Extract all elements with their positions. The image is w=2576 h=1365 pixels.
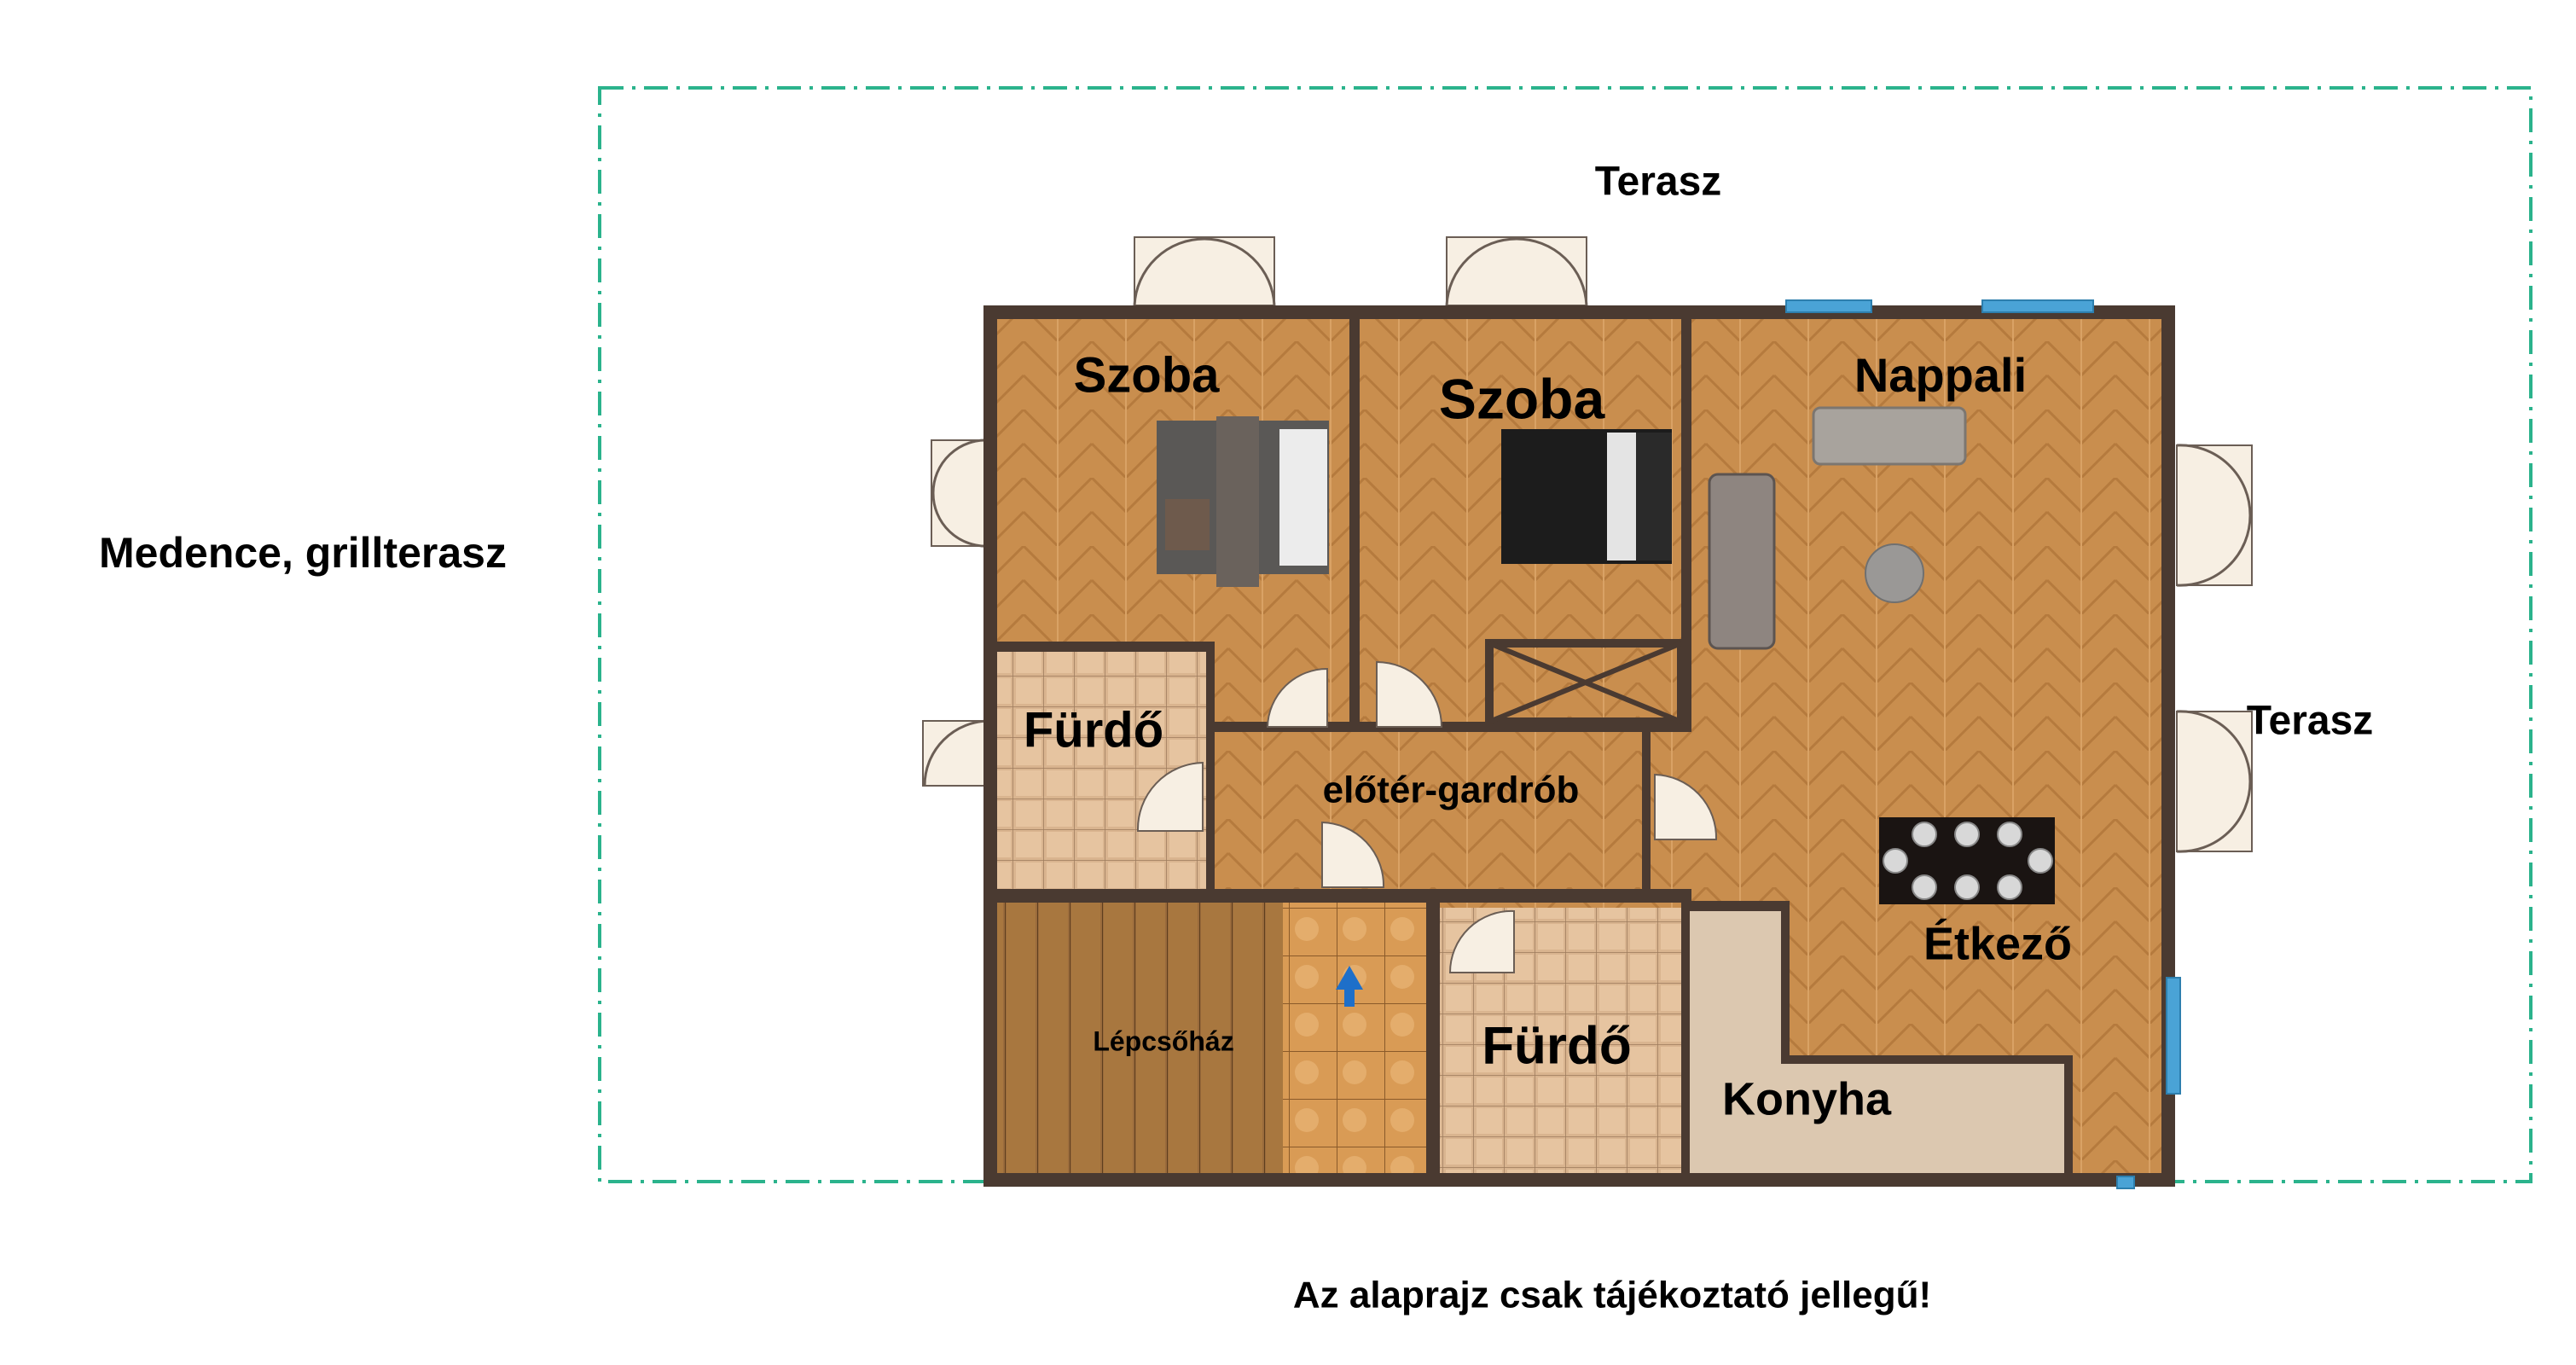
terrace-outline [598, 86, 2532, 1183]
door-bathroom-2 [1448, 909, 1515, 973]
stair-direction-arrow-icon [1336, 966, 1363, 1007]
pool-grill-label: Medence, grillterasz [99, 529, 507, 577]
french-door-left [931, 439, 990, 548]
french-door-top-1 [1133, 236, 1276, 306]
french-door-right-2 [2176, 710, 2253, 853]
window-bottom [2116, 1176, 2135, 1189]
door-bedroom-1 [1266, 667, 1328, 728]
staircase-floor [997, 901, 1283, 1173]
window-top-2 [1981, 299, 2094, 313]
room-label-staircase: Lépcsőház [1093, 1025, 1233, 1056]
room-label-bedroom-1: Szoba [1074, 347, 1221, 403]
room-label-bedroom-2: Szoba [1439, 367, 1606, 430]
kitchen-floor [1690, 911, 2064, 1173]
terrace-top-label: Terasz [1595, 160, 1722, 205]
bed-2 [1501, 429, 1672, 564]
stair-landing-floor [1283, 901, 1426, 1173]
room-label-bathroom-2: Fürdő [1482, 1016, 1632, 1075]
room-label-dining: Étkező [1923, 918, 2072, 969]
closet-box [1485, 639, 1685, 726]
bathroom-1-floor [997, 650, 1206, 889]
room-label-hall-wardrobe: előtér-gardrób [1323, 770, 1580, 811]
room-label-bathroom-1: Fürdő [1024, 702, 1163, 758]
door-staircase [1321, 821, 1385, 888]
door-bedroom-2 [1376, 660, 1443, 728]
french-door-top-2 [1445, 236, 1588, 306]
round-rug [1865, 543, 1924, 603]
french-door-right-1 [2176, 444, 2253, 587]
door-living [1654, 773, 1718, 840]
interior-doors [1136, 660, 1718, 973]
terrace-right-label: Terasz [2247, 699, 2374, 744]
window-top-1 [1785, 299, 1872, 313]
room-label-living-room: Nappali [1854, 348, 2027, 402]
bed-1 [1157, 416, 1329, 587]
disclaimer-text: Az alaprajz csak tájékoztató jellegű! [1293, 1275, 1931, 1316]
door-bathroom-1 [1136, 761, 1204, 832]
window-right [2166, 977, 2181, 1095]
dining-table [1879, 817, 2055, 904]
room-label-kitchen: Konyha [1722, 1073, 1892, 1124]
door-left-bath [922, 719, 990, 787]
loveseat [1812, 406, 1967, 466]
sofa [1708, 473, 1776, 650]
